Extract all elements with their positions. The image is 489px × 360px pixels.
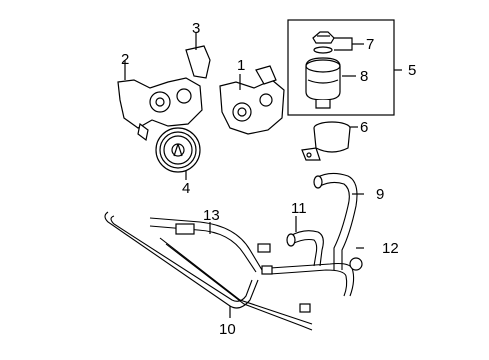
callout-7: 7 [366, 36, 374, 53]
callout-6: 6 [360, 119, 368, 136]
power-steering-pump-right [219, 65, 285, 135]
callout-9: 9 [376, 186, 384, 203]
cooler-lines [104, 211, 313, 331]
power-steering-pump-left [117, 45, 211, 142]
callout-10: 10 [219, 321, 236, 338]
fluid-reservoir [305, 57, 341, 109]
reservoir-inset-box [287, 19, 395, 116]
callout-12: 12 [382, 240, 399, 257]
cap-seal-ring [313, 46, 333, 54]
callout-3: 3 [192, 20, 200, 37]
callout-4: 4 [182, 180, 190, 197]
pump-pulley [155, 127, 201, 173]
callout-7-leader [334, 37, 353, 51]
callout-8: 8 [360, 68, 368, 85]
callout-11: 11 [291, 200, 307, 217]
reservoir-cap [312, 31, 335, 44]
callout-1: 1 [237, 57, 245, 74]
return-line-12 [269, 257, 363, 297]
reservoir-bracket [301, 121, 351, 161]
pressure-hose-11 [286, 230, 324, 267]
callout-5: 5 [408, 62, 416, 79]
callout-2: 2 [121, 51, 129, 68]
callout-13: 13 [203, 207, 220, 224]
reservoir-return-hose [313, 172, 358, 270]
